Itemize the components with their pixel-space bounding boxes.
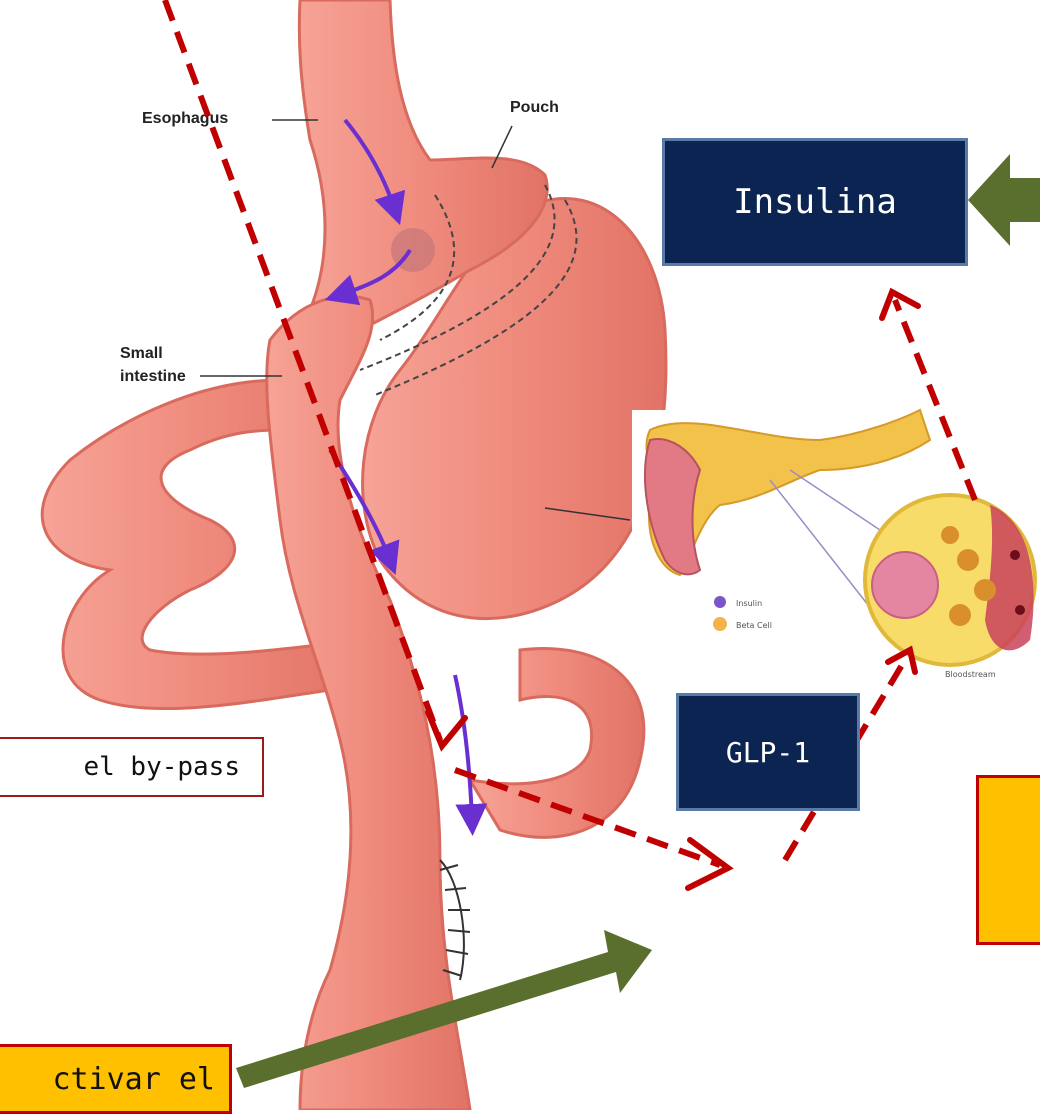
label-small: Small xyxy=(120,345,163,362)
legend-insulin-text: Insulin xyxy=(736,599,762,608)
glp1-box: GLP-1 xyxy=(676,693,860,811)
yellow-box-right xyxy=(976,775,1040,945)
beta-cell-magnified: Bloodstream xyxy=(865,495,1035,679)
label-bloodstream: Bloodstream xyxy=(945,670,996,679)
activar-label-box: ctivar el xyxy=(0,1044,232,1114)
arrowhead-glp1 xyxy=(688,840,728,888)
legend-beta-cell-dot xyxy=(713,617,727,631)
label-esophagus: Esophagus xyxy=(142,110,228,127)
green-arrow-to-insulina xyxy=(968,154,1040,246)
label-intestine: intestine xyxy=(120,368,186,385)
bypass-label-box: el by-pass xyxy=(0,737,264,797)
legend-insulin-dot xyxy=(714,596,726,608)
food-flow-arrow-4 xyxy=(455,675,472,820)
insulina-box: Insulina xyxy=(662,138,968,266)
legend-beta-cell-text: Beta Cell xyxy=(736,621,772,630)
label-pouch: Pouch xyxy=(510,99,559,116)
